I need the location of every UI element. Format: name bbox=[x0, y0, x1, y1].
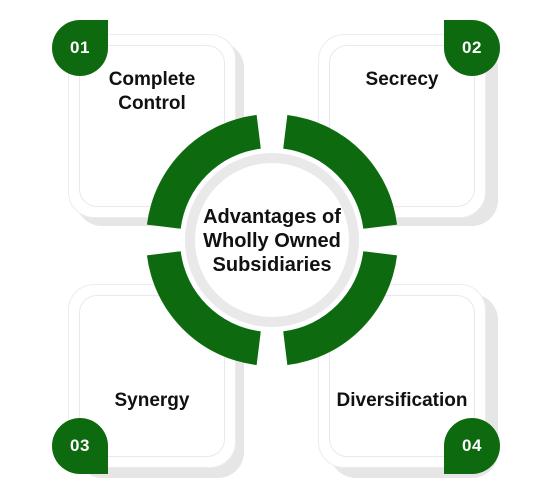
card-inner-border bbox=[79, 295, 225, 457]
label-line: Complete bbox=[108, 69, 196, 90]
badge-03: 03 bbox=[52, 418, 108, 474]
label-secrecy: Secrecy bbox=[318, 68, 486, 92]
label-diversification: Diversification bbox=[318, 389, 486, 413]
card-inner-border bbox=[329, 45, 475, 207]
ring-segment-bottom-left bbox=[146, 251, 261, 366]
center-title-line: Wholly Owned bbox=[203, 230, 341, 252]
card-inner-border bbox=[329, 295, 475, 457]
label-line: Secrecy bbox=[365, 69, 439, 90]
center-circle bbox=[185, 153, 359, 327]
ring-segment-top-right bbox=[283, 114, 398, 229]
center-title-line: Subsidiaries bbox=[212, 254, 332, 276]
label-line: Diversification bbox=[336, 390, 468, 411]
label-line: Synergy bbox=[114, 390, 190, 411]
badge-04: 04 bbox=[444, 418, 500, 474]
label-complete-control: Complete Control bbox=[68, 68, 236, 116]
ring-segment-top-left bbox=[146, 114, 261, 229]
badge-01: 01 bbox=[52, 20, 108, 76]
center-title-line: Advantages of bbox=[203, 206, 341, 228]
label-synergy: Synergy bbox=[68, 389, 236, 413]
label-line: Control bbox=[118, 93, 186, 114]
ring-segment-bottom-right bbox=[283, 251, 398, 366]
badge-02: 02 bbox=[444, 20, 500, 76]
center-title: Advantages of Wholly Owned Subsidiaries bbox=[187, 205, 357, 277]
